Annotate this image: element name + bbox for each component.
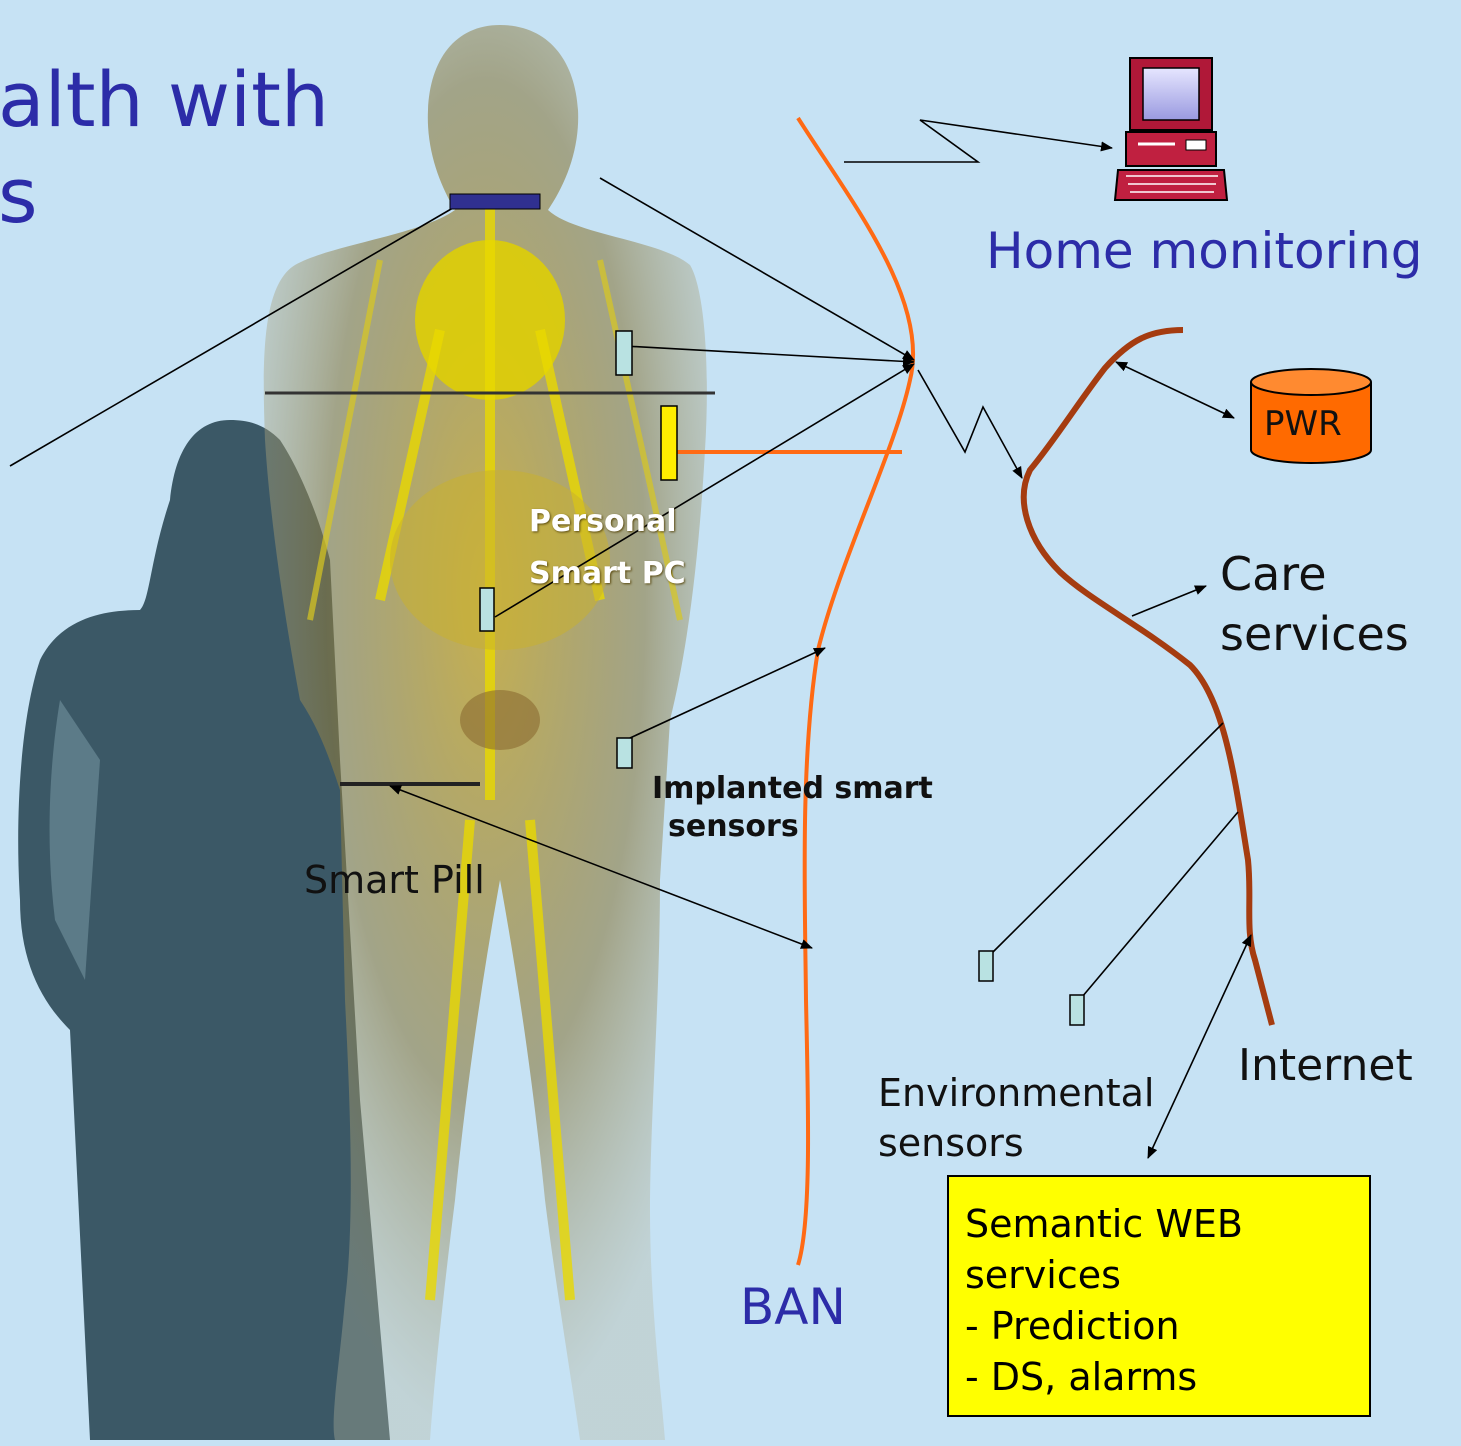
necklace-sensor	[450, 194, 540, 209]
link-env-sensor-1	[993, 723, 1223, 952]
chest-sensor	[616, 331, 632, 375]
semantic-web-line: services	[965, 1250, 1353, 1301]
abdomen-sensor	[480, 588, 494, 631]
semantic-web-line: Semantic WEB	[965, 1199, 1353, 1250]
semantic-web-services-box: Semantic WEB services - Prediction - DS,…	[947, 1175, 1371, 1417]
home-monitoring-label: Home monitoring	[986, 222, 1423, 280]
semantic-web-line: - DS, alarms	[965, 1352, 1353, 1403]
link-semantic-web	[1148, 935, 1251, 1158]
environmental-sensors-label: Environmental sensors	[878, 1068, 1154, 1168]
slide-title-fragment: alth with s	[0, 52, 329, 244]
desktop-computer-icon	[1115, 58, 1227, 200]
pwr-label: PWR	[1264, 404, 1342, 444]
environmental-sensor-1	[979, 951, 993, 981]
link-internet-pwr	[1116, 362, 1234, 418]
ban-label: BAN	[740, 1278, 846, 1336]
wireless-link-home	[844, 120, 1112, 162]
internet-backbone-curve	[1024, 330, 1272, 1025]
implanted-sensors-label: Implanted smart sensors	[652, 770, 933, 846]
environmental-sensor-2	[1070, 995, 1084, 1025]
personal-smart-pc-label: Personal Smart PC	[529, 496, 686, 600]
internet-label: Internet	[1238, 1040, 1413, 1091]
implanted-sensors-line2: sensors	[652, 808, 933, 846]
personal-smart-pc-device	[661, 406, 677, 480]
care-services-label: Care services	[1220, 544, 1409, 664]
link-care-services	[1132, 586, 1206, 616]
implanted-sensors-line1: Implanted smart	[652, 771, 933, 806]
wireless-link-internet	[918, 370, 1022, 478]
smart-pill-label: Smart Pill	[304, 858, 485, 902]
semantic-web-line: - Prediction	[965, 1301, 1353, 1352]
implanted-sensor	[617, 738, 632, 768]
